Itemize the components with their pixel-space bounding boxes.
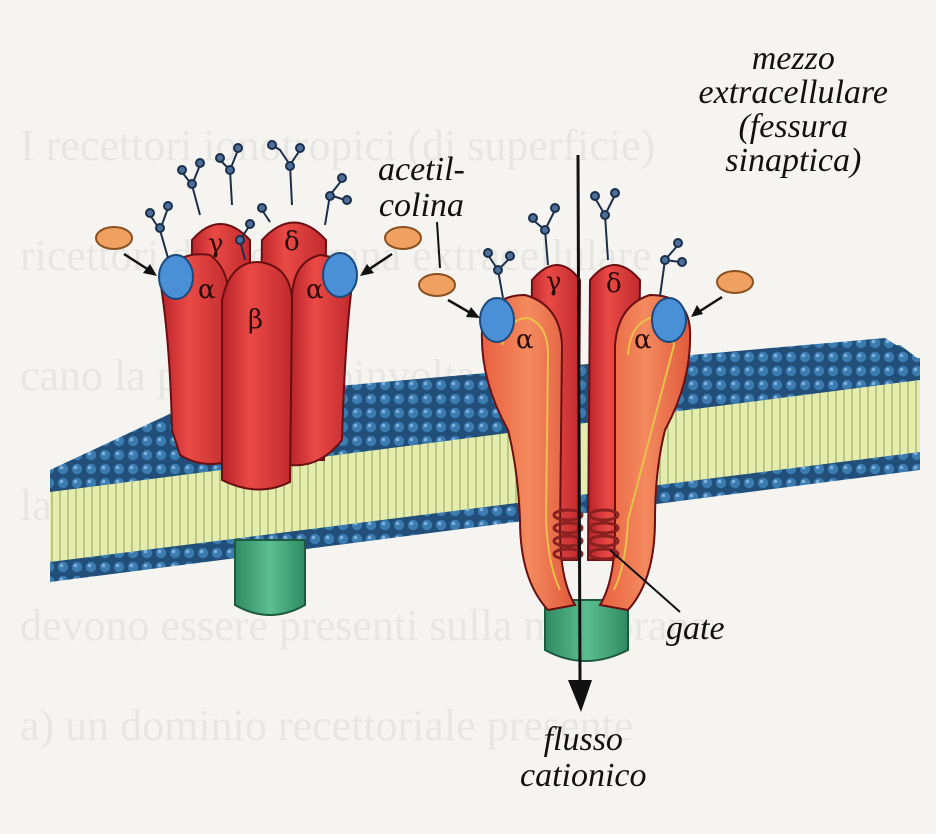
svg-text:I recettori ionotropici (di su: I recettori ionotropici (di superficie)	[20, 121, 655, 170]
subunit-beta-left	[222, 262, 292, 490]
label-alpha-right-2: α	[634, 325, 652, 355]
extracellular-label-line2: extracellulare	[699, 76, 888, 110]
label-beta-left: β	[248, 305, 263, 335]
arrow-ach-4	[697, 297, 722, 313]
acetylcholine-molecule-4	[717, 271, 753, 293]
binding-site-right-2	[652, 298, 686, 342]
acetylcholine-label-line2: colina	[378, 188, 465, 224]
acetylcholine-label: acetil- colina	[378, 152, 465, 224]
label-delta-right: δ	[606, 269, 622, 299]
label-gamma-left: γ	[208, 229, 224, 259]
extracellular-label-line3: (fessura	[699, 110, 888, 144]
acetylcholine-label-line1: acetil-	[378, 152, 465, 188]
label-alpha-left-2: α	[306, 275, 324, 305]
binding-site-right-1	[480, 298, 514, 342]
extracellular-label: mezzo extracellulare (fessura sinaptica)	[699, 42, 888, 178]
acetylcholine-molecule-2	[385, 227, 421, 249]
binding-site-left-1	[159, 255, 193, 299]
label-gamma-right: γ	[546, 267, 562, 297]
extracellular-label-line4: sinaptica)	[699, 144, 888, 178]
extracellular-label-line1: mezzo	[699, 42, 888, 76]
acetylcholine-molecule-3	[419, 274, 455, 296]
cation-flux-label-line2: cationico	[520, 758, 647, 794]
label-alpha-right-1: α	[516, 325, 534, 355]
cation-flux-label-line1: flusso	[520, 722, 647, 758]
cytoplasmic-domain-left	[235, 540, 305, 615]
label-alpha-left-1: α	[198, 275, 216, 305]
binding-site-left-2	[323, 253, 357, 297]
label-delta-left: δ	[284, 227, 300, 257]
acetylcholine-molecule-1	[96, 227, 132, 249]
gate-label: gate	[666, 612, 725, 646]
cation-flux-label: flusso cationico	[520, 722, 647, 794]
